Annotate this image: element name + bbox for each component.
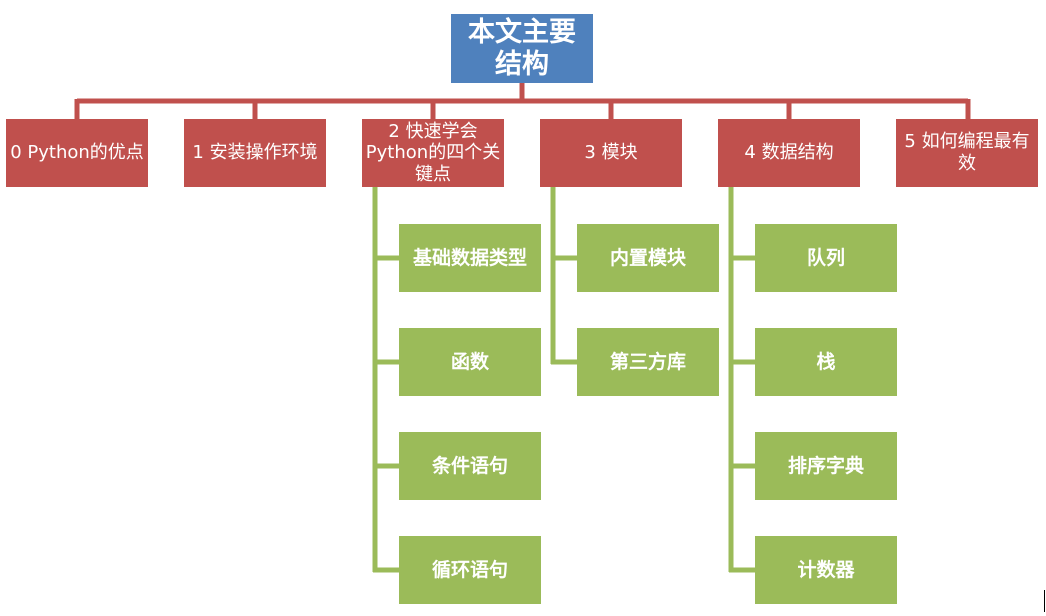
subtopic-queue: 队列 — [755, 224, 897, 292]
section-data-structures: 4 数据结构 — [718, 119, 860, 187]
subtopic-conditionals: 条件语句 — [399, 432, 541, 500]
section-modules: 3 模块 — [540, 119, 682, 187]
subtopic-loops: 循环语句 — [399, 536, 541, 604]
subtopic-builtin-modules: 内置模块 — [577, 224, 719, 292]
subtopic-counter: 计数器 — [755, 536, 897, 604]
level1-connectors — [74, 83, 971, 119]
subtopic-stack: 栈 — [755, 328, 897, 396]
section-effective-programming: 5 如何编程最有 效 — [896, 119, 1038, 187]
subtopic-functions: 函数 — [399, 328, 541, 396]
subtopic-ordered-dict: 排序字典 — [755, 432, 897, 500]
root-node: 本文主要 结构 — [451, 14, 593, 83]
text-cursor — [1044, 590, 1045, 612]
level2-connectors — [372, 187, 755, 573]
section-advantages: 0 Python的优点 — [6, 119, 148, 187]
section-install-environment: 1 安装操作环境 — [184, 119, 326, 187]
subtopic-basic-data-types: 基础数据类型 — [399, 224, 541, 292]
section-key-points: 2 快速学会 Python的四个关 键点 — [362, 119, 504, 187]
subtopic-third-party-libs: 第三方库 — [577, 328, 719, 396]
